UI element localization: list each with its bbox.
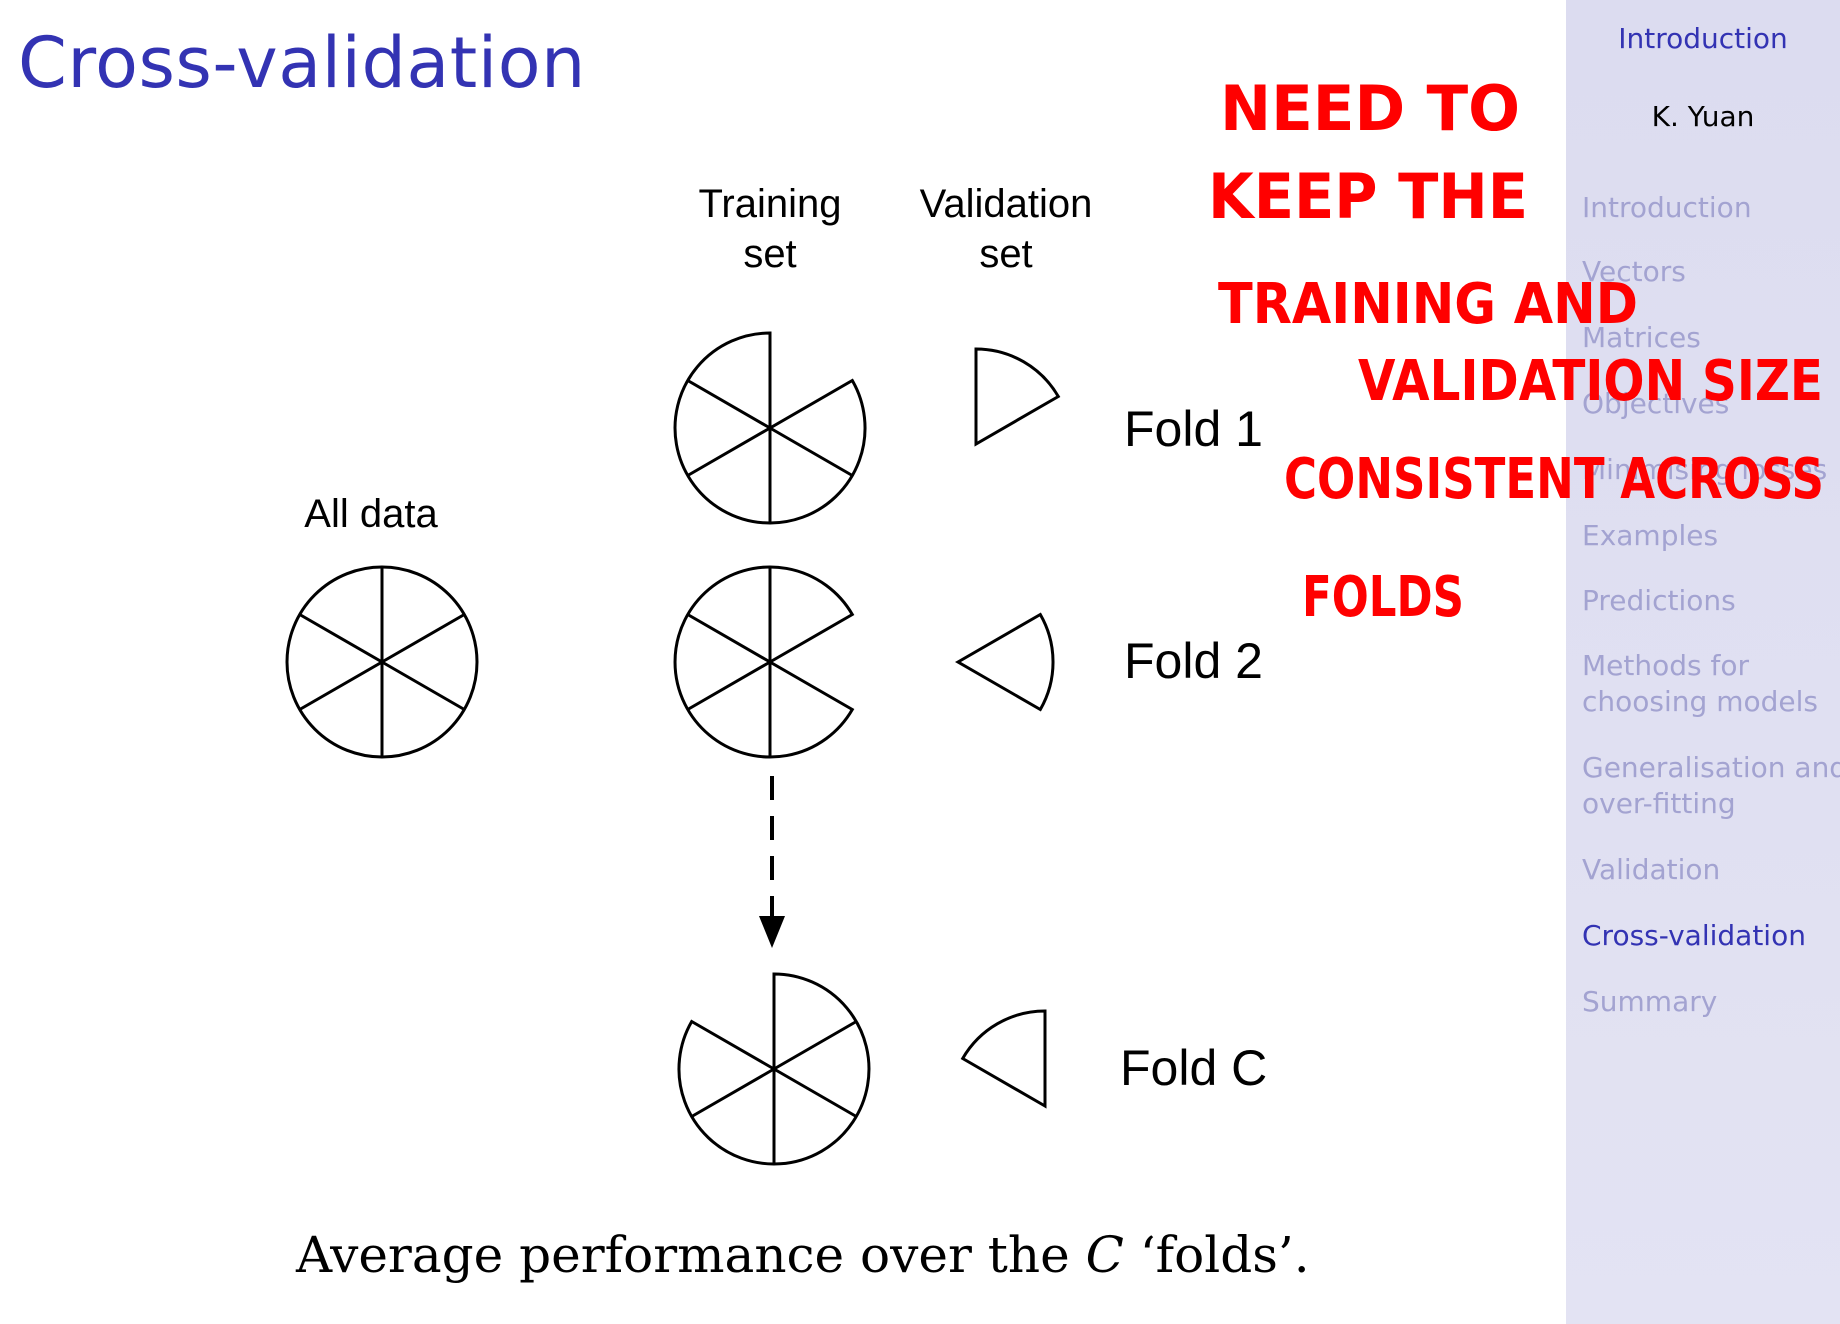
sidebar-item-introduction[interactable]: Introduction	[1582, 191, 1752, 224]
all-data-pie	[285, 565, 479, 759]
caption-variable: C	[1085, 1226, 1124, 1284]
slide: Cross-validation	[18, 22, 1310, 1284]
sidebar-item-minimising-losses[interactable]: Minimising losses	[1582, 453, 1828, 486]
fold-1-validation-slice	[974, 347, 1061, 447]
validation-set-label-line1: Validation	[920, 182, 1093, 226]
sidebar-item-vectors[interactable]: Vectors	[1582, 255, 1686, 288]
sidebar-item-predictions[interactable]: Predictions	[1582, 584, 1736, 617]
cross-validation-diagram: Training set Validation set All data Fol…	[285, 182, 1267, 1166]
fold-c-label: Fold C	[1120, 1040, 1267, 1096]
slide-caption: Average performance over the C ‘folds’.	[296, 1226, 1310, 1284]
training-set-label-line1: Training	[698, 182, 841, 226]
slide-title: Cross-validation	[18, 22, 586, 104]
training-set-label-line2: set	[743, 232, 796, 276]
sidebar-item-validation[interactable]: Validation	[1582, 853, 1721, 886]
fold-1-training-pie	[673, 331, 867, 525]
sidebar-navigation: Introduction K. Yuan Introduction Vector…	[1566, 0, 1840, 1324]
all-data-label: All data	[304, 492, 438, 536]
sidebar-item-summary[interactable]: Summary	[1582, 985, 1718, 1018]
dashed-arrow	[759, 776, 785, 948]
sidebar-author: K. Yuan	[1651, 100, 1755, 133]
caption-text-after: ‘folds’.	[1123, 1226, 1310, 1284]
sidebar-section-title[interactable]: Introduction	[1618, 22, 1788, 55]
fold-c-training-pie	[677, 972, 871, 1166]
fold-c-validation-slice	[960, 1009, 1047, 1109]
sidebar-item-methods-for-choosing-models[interactable]: Methods for choosing models	[1582, 649, 1818, 718]
sidebar-item-objectives[interactable]: Objectives	[1582, 387, 1730, 420]
sidebar-item-generalisation-and-over-fitting[interactable]: Generalisation and over-fitting	[1582, 751, 1840, 820]
sidebar-item-cross-validation[interactable]: Cross-validation	[1582, 919, 1806, 952]
fold-2-training-pie	[673, 565, 855, 759]
fold-1-label: Fold 1	[1124, 401, 1263, 457]
caption-text-before: Average performance over the	[296, 1226, 1086, 1284]
fold-2-label: Fold 2	[1124, 633, 1263, 689]
sidebar-item-matrices[interactable]: Matrices	[1582, 321, 1701, 354]
fold-2-validation-slice	[954, 612, 1055, 712]
sidebar-item-examples[interactable]: Examples	[1582, 519, 1719, 552]
validation-set-label-line2: set	[979, 232, 1032, 276]
